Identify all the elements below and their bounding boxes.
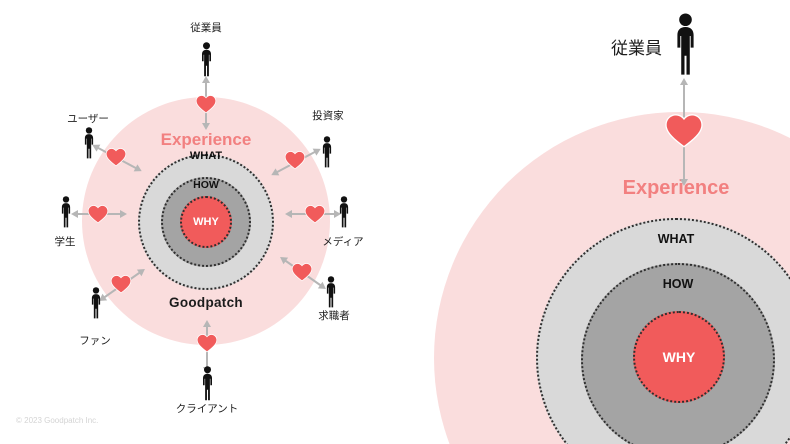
heart-icon [87, 204, 109, 224]
stakeholder-label-student: 学生 [54, 236, 76, 248]
stakeholder-label-media: メディア [322, 236, 364, 248]
experience-label-zoom: Experience [622, 177, 730, 199]
person-icon-investor [320, 136, 334, 168]
stakeholder-label-jobseeker: 求職者 [318, 310, 350, 322]
how-label-zoom: HOW [662, 277, 694, 291]
goodpatch-logo: Goodpatch [169, 295, 243, 310]
what-label-zoom: WHAT [657, 232, 695, 246]
person-icon-client [200, 366, 215, 401]
heart-icon [291, 262, 313, 282]
how-label: HOW [193, 179, 219, 191]
heart-icon [110, 274, 132, 294]
stakeholder-label-user: ユーザー [67, 113, 109, 125]
person-icon-employee [199, 42, 214, 77]
heart-icon [195, 94, 217, 114]
stakeholder-label-investor: 投資家 [312, 110, 344, 122]
person-icon-jobseeker [324, 276, 338, 308]
what-label: WHAT [189, 150, 223, 162]
experience-label: Experience [160, 130, 252, 149]
person-icon-user [82, 127, 96, 159]
person-icon-media [337, 196, 351, 228]
person-icon-fan [89, 287, 103, 319]
stakeholder-label-client: クライアント [175, 403, 239, 415]
why-circle-zoom: WHY [633, 311, 725, 403]
person-icon-employee-zoom [672, 13, 699, 76]
why-label-zoom: WHY [662, 349, 696, 365]
person-icon-student [59, 196, 73, 228]
stakeholder-label-employee-zoom: 従業員 [611, 39, 662, 58]
copyright-text: © 2023 Goodpatch Inc. [16, 416, 99, 425]
heart-icon-zoom [664, 112, 704, 149]
heart-icon [284, 150, 306, 170]
heart-icon [105, 147, 127, 167]
heart-icon [196, 333, 218, 353]
why-label: WHY [193, 216, 219, 228]
stakeholder-label-fan: ファン [79, 335, 111, 347]
why-circle: WHY [180, 196, 232, 248]
heart-icon [304, 204, 326, 224]
stakeholder-label-employee: 従業員 [190, 22, 222, 34]
